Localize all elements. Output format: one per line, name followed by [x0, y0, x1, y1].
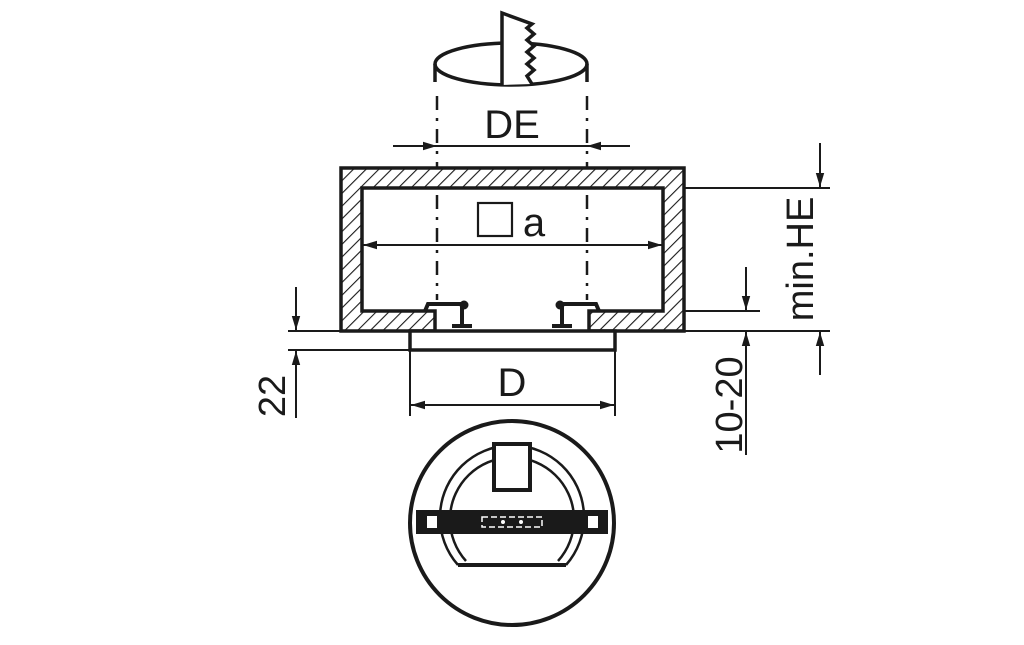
a-label: a	[523, 201, 546, 245]
dim-min-he	[684, 143, 830, 375]
d-label: D	[498, 361, 527, 405]
de-label: DE	[484, 103, 540, 147]
min-he-label: min.HE	[780, 197, 822, 322]
a-dimension	[363, 201, 662, 250]
luminaire-bottom-view	[408, 419, 616, 627]
pipe	[433, 10, 589, 87]
luminaire-flange	[408, 329, 617, 352]
de-centerlines	[435, 96, 589, 300]
d-dimension	[409, 350, 616, 416]
ceiling-box	[339, 166, 686, 333]
dim-10-20-label: 10-20	[709, 356, 751, 453]
dim-22	[288, 287, 410, 418]
dim-10-20	[684, 267, 830, 455]
dim-22-label: 22	[252, 375, 294, 417]
